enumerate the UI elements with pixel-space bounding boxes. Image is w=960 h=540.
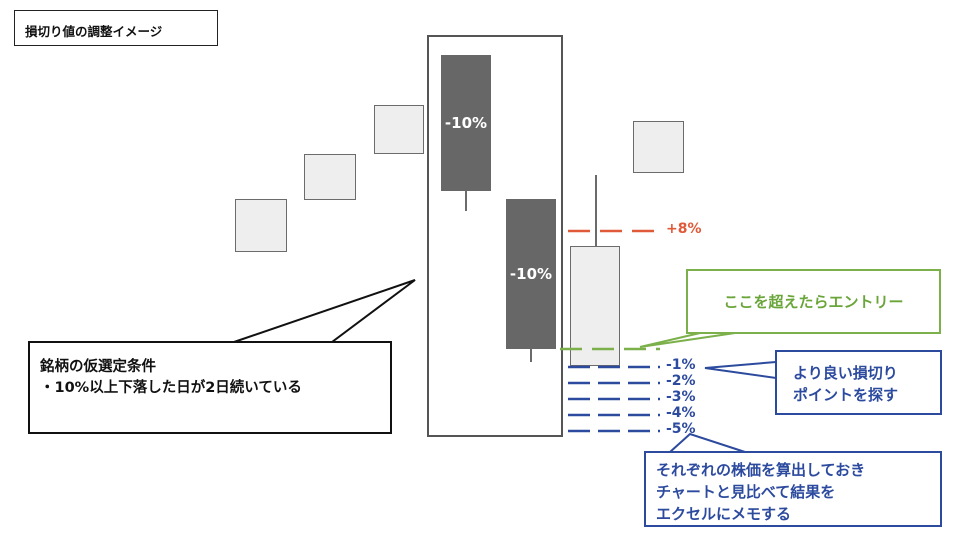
candle-down-1-wick bbox=[465, 190, 467, 211]
candle-up-4 bbox=[633, 121, 684, 173]
minus3-level-label: -3% bbox=[666, 389, 696, 405]
down-days-frame bbox=[427, 35, 563, 437]
condition-callout: 銘柄の仮選定条件 ・10%以上下落した日が2日続いている bbox=[28, 341, 392, 434]
better-stop-callout-line2: ポイントを探す bbox=[793, 386, 899, 404]
candle-entry bbox=[570, 246, 620, 366]
better-stop-callout-line1: より良い損切り bbox=[793, 364, 898, 382]
candle-up-2 bbox=[304, 154, 356, 200]
candle-down-2-wick bbox=[530, 348, 532, 362]
minus1-level-label: -1% bbox=[666, 357, 696, 373]
condition-callout-line2: ・10%以上下落した日が2日続いている bbox=[40, 380, 302, 396]
minus4-level-label: -4% bbox=[666, 405, 696, 421]
entry-callout: ここを超えたらエントリー bbox=[686, 269, 941, 334]
better-stop-callout-pointer bbox=[704, 360, 777, 380]
candle-down-1-label: -10% bbox=[444, 114, 488, 132]
memo-callout: それぞれの株価を算出しておき チャートと見比べて結果を エクセルにメモする bbox=[644, 451, 942, 527]
candle-down-2-label: -10% bbox=[509, 265, 553, 283]
condition-callout-pointer bbox=[233, 279, 416, 343]
entry-callout-pointer bbox=[639, 332, 736, 348]
candle-entry-wick bbox=[595, 175, 597, 247]
memo-callout-line2: チャートと見比べて結果を bbox=[656, 483, 836, 501]
plus-level-label: +8% bbox=[666, 221, 702, 237]
diagram-title: 損切り値の調整イメージ bbox=[14, 10, 218, 46]
condition-callout-line1: 銘柄の仮選定条件 bbox=[40, 359, 156, 375]
candle-down-1: -10% bbox=[441, 55, 491, 191]
memo-callout-line1: それぞれの株価を算出しておき bbox=[656, 461, 866, 479]
minus2-level-label: -2% bbox=[666, 373, 696, 389]
candle-up-1 bbox=[235, 199, 287, 252]
memo-callout-line3: エクセルにメモする bbox=[656, 505, 792, 523]
better-stop-callout: より良い損切り ポイントを探す bbox=[775, 350, 942, 415]
candle-down-2: -10% bbox=[506, 199, 556, 349]
candle-up-3 bbox=[374, 105, 424, 154]
entry-callout-text: ここを超えたらエントリー bbox=[723, 293, 904, 311]
minus5-level-label: -5% bbox=[666, 421, 696, 437]
